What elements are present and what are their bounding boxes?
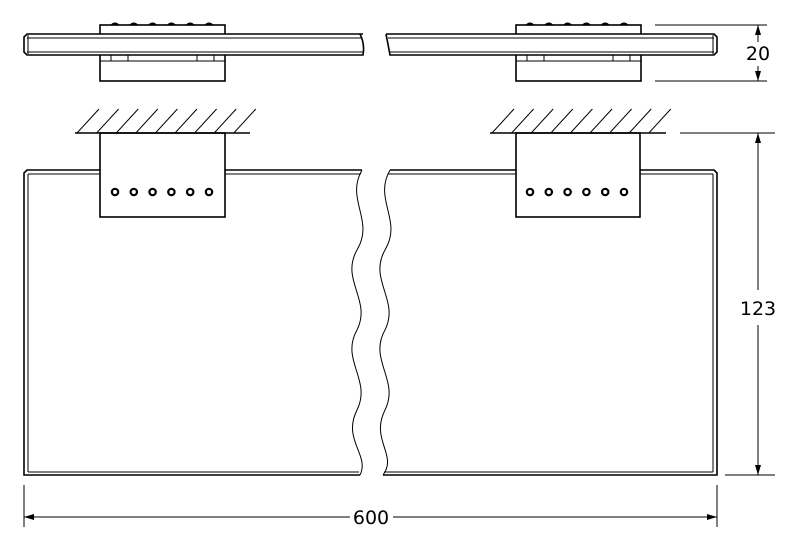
screw-head-icon — [563, 22, 572, 26]
screw-head-icon — [167, 22, 176, 26]
hatch-stroke — [609, 108, 632, 134]
hatch-stroke — [530, 108, 554, 134]
screw-head-icon — [600, 22, 610, 26]
hatch-stroke — [589, 108, 613, 134]
hatch-stroke — [628, 108, 652, 134]
hatch-stroke — [648, 108, 672, 134]
dimension-depth-label: 123 — [740, 298, 776, 320]
screw-head-icon — [544, 22, 554, 26]
wall-hatch-right — [490, 108, 672, 134]
hatch-stroke — [135, 108, 159, 134]
screw-head-icon — [582, 22, 591, 26]
top-shelf-right — [385, 33, 718, 56]
break-line-left — [351, 169, 364, 476]
top-shelf-left — [23, 33, 365, 56]
dimension-height-label: 20 — [746, 43, 770, 65]
screw-holes — [110, 187, 629, 197]
screw-hole-icon — [544, 187, 554, 197]
screw-hole-icon — [619, 187, 629, 197]
screw-hole-icon — [582, 187, 591, 197]
hatch-stroke — [155, 108, 178, 134]
top-view — [23, 22, 718, 82]
screw-hole-icon — [525, 187, 535, 197]
glass-shelf-right — [379, 169, 718, 476]
dimension-length: 600 — [23, 485, 718, 529]
dimension-depth: 123 — [680, 132, 776, 476]
top-screw-heads — [110, 22, 629, 26]
screw-hole-icon — [110, 187, 120, 197]
screw-hole-icon — [204, 187, 214, 197]
screw-head-icon — [619, 22, 629, 26]
bracket-right — [515, 132, 641, 218]
glass-shelf-left — [23, 169, 364, 476]
break-line-right — [379, 169, 392, 476]
dimension-height: 20 — [655, 24, 770, 82]
hatch-stroke — [174, 108, 198, 134]
screw-hole-icon — [148, 187, 157, 197]
hatch-stroke — [511, 108, 534, 134]
hatch-stroke — [550, 108, 574, 134]
screw-head-icon — [185, 22, 195, 26]
hatch-stroke — [194, 108, 217, 134]
hatch-stroke — [115, 108, 139, 134]
screw-head-icon — [110, 22, 120, 26]
screw-head-icon — [204, 22, 214, 26]
screw-head-icon — [129, 22, 139, 26]
screw-head-icon — [148, 22, 157, 26]
screw-hole-icon — [600, 187, 610, 197]
screw-hole-icon — [167, 187, 176, 197]
hatch-stroke — [233, 108, 257, 134]
hatch-stroke — [76, 108, 100, 134]
screw-head-icon — [525, 22, 535, 26]
hatch-stroke — [491, 108, 515, 134]
front-view — [23, 108, 718, 476]
screw-hole-icon — [129, 187, 139, 197]
hatch-stroke — [213, 108, 237, 134]
bracket-left — [99, 132, 226, 218]
hatch-stroke — [570, 108, 593, 134]
screw-hole-icon — [563, 187, 572, 197]
screw-hole-icon — [185, 187, 195, 197]
hatch-stroke — [96, 108, 119, 134]
wall-hatch-left — [75, 108, 257, 134]
dimension-length-label: 600 — [353, 507, 389, 529]
